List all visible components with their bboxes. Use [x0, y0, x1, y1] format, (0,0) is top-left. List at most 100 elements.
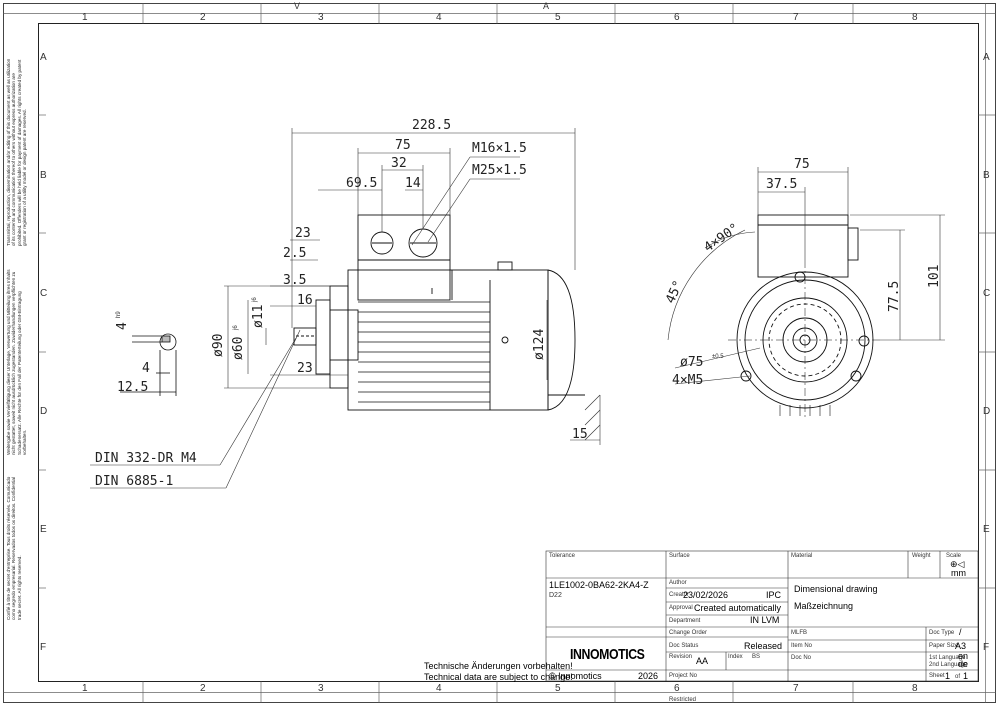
- tb-department-label: Department: [669, 618, 701, 624]
- tb-change-order-label: Change Order: [669, 630, 708, 636]
- projection-symbol-icon: ⊕◁: [950, 559, 965, 569]
- dim-holes: 4×M5: [672, 373, 704, 388]
- tb-item-no-label: Item No: [791, 643, 813, 649]
- shaft-key-detail: [120, 333, 177, 396]
- tb-sheet-label: Sheet: [929, 673, 945, 679]
- tb-doc-status-label: Doc Status: [669, 643, 699, 649]
- side-note-fr: Confié à titre de secret d'entreprise. T…: [6, 476, 22, 620]
- marker-v: V: [294, 1, 301, 11]
- row-label-e: E: [40, 524, 47, 535]
- col-label-3: 3: [318, 12, 324, 23]
- tb-creator-date: 23/02/2026: [683, 590, 729, 600]
- tb-lang1-label: 1st Language: [929, 655, 966, 661]
- tb-doc-type-value: /: [959, 627, 962, 637]
- row-label-b: B: [40, 170, 47, 181]
- outer-frame: [3, 3, 996, 703]
- innomotics-logo: INNOMOTICS: [570, 646, 645, 663]
- tb-tolerance-label: Tolerance: [549, 553, 576, 559]
- col-label-2-bottom: 2: [200, 683, 206, 694]
- col-label-8: 8: [912, 12, 918, 23]
- col-label-5-bottom: 5: [555, 683, 561, 694]
- row-label-c: C: [40, 288, 48, 299]
- col-label-8-bottom: 8: [912, 683, 918, 694]
- tb-lang2-value: de: [958, 659, 969, 669]
- row-label-b-right: B: [983, 170, 990, 181]
- tb-author-label: Author: [669, 580, 687, 586]
- dim-23-bottom: 23: [297, 361, 313, 376]
- tb-project-label: Project No: [669, 673, 698, 679]
- row-label-a-right: A: [983, 52, 990, 63]
- side-note-de: Weitergabe sowie Vervielfältigung dieser…: [6, 269, 27, 455]
- dim-height-101: 101: [927, 264, 942, 288]
- row-label-e-right: E: [983, 524, 990, 535]
- tb-index-label: Index: [728, 654, 743, 660]
- note-din-6885: DIN 6885-1: [95, 474, 174, 489]
- col-label-6-bottom: 6: [674, 683, 680, 694]
- dim-spigot-dia: ø60: [231, 336, 246, 360]
- tb-doc-type-label: Doc Type: [929, 630, 955, 636]
- row-label-d: D: [40, 406, 48, 417]
- dim-overall-length: 228.5: [412, 118, 452, 133]
- col-label-6: 6: [674, 12, 680, 23]
- tb-creator-label: Creator: [669, 592, 690, 598]
- dim-box-position: 69.5: [346, 176, 378, 191]
- tb-lang1-value: en: [958, 651, 969, 661]
- dim-key-depth: 4: [142, 361, 150, 376]
- tb-revision-label: Revision: [669, 654, 693, 660]
- dim-pcd: ø75: [680, 355, 704, 370]
- dim-2-5: 2.5: [283, 246, 307, 261]
- tb-doc-no-label: Doc No: [791, 655, 812, 661]
- dim-shaft-tol: j6: [252, 297, 258, 302]
- dim-key-tol: h9: [116, 311, 122, 318]
- tb-approval-label: Approval: [669, 605, 693, 611]
- col-label-4-bottom: 4: [436, 683, 442, 694]
- col-label-3-bottom: 3: [318, 683, 324, 694]
- tb-paper-size-label: Paper Size: [929, 643, 959, 649]
- dim-15: 15: [572, 427, 588, 442]
- tb-year: 2026: [638, 671, 659, 681]
- tb-restricted: Restricted: [669, 697, 697, 703]
- tb-doc-status-value: Released: [744, 641, 783, 651]
- dim-gland-offset: 14: [405, 176, 421, 191]
- front-view: [728, 214, 882, 418]
- tb-department-value: IN LVM: [750, 615, 780, 625]
- dim-key-width: 4: [115, 322, 130, 330]
- row-label-f: F: [40, 642, 47, 653]
- col-label-4: 4: [436, 12, 442, 23]
- label-gland-m16: M16×1.5: [472, 141, 527, 156]
- col-label-1: 1: [82, 12, 88, 23]
- grid-column-ticks: [142, 3, 854, 703]
- grid-row-ticks: [38, 114, 995, 589]
- disclaimer-de: Technische Änderungen vorbehalten!: [424, 661, 573, 671]
- tb-weight-label: Weight: [912, 553, 931, 559]
- tb-creator-org: IPC: [766, 590, 782, 600]
- marker-a: A: [543, 1, 550, 11]
- dim-shaft-dia: ø11: [251, 304, 266, 328]
- col-label-7-bottom: 7: [793, 683, 799, 694]
- tb-sheet-value: 1: [945, 671, 951, 681]
- tb-lang2-label: 2nd Language: [929, 662, 968, 668]
- dim-flange-dia: ø90: [211, 333, 226, 357]
- dim-terminal-box-width: 75: [395, 138, 411, 153]
- col-label-7: 7: [793, 12, 799, 23]
- row-label-a: A: [40, 52, 47, 63]
- dim-spigot-tol: j6: [233, 325, 239, 330]
- dim-front-half: 37.5: [766, 177, 798, 192]
- dim-pcd-tol: ±0.5: [712, 354, 724, 360]
- tb-surface-label: Surface: [669, 553, 690, 559]
- side-view: [293, 214, 585, 411]
- dim-23-top: 23: [295, 226, 311, 241]
- col-label-5: 5: [555, 12, 561, 23]
- tb-sheet-of: of: [955, 674, 961, 680]
- dim-gland-spacing: 32: [391, 156, 407, 171]
- disclaimer-en: Technical data are subject to change!: [424, 672, 573, 682]
- tb-part-number: 1LE1002-0BA62-2KA4-Z: [549, 580, 649, 590]
- dim-height-77-5: 77.5: [887, 280, 902, 312]
- col-label-2: 2: [200, 12, 206, 23]
- title-block-grid: [545, 550, 979, 682]
- label-gland-m25: M25×1.5: [472, 163, 527, 178]
- tb-title-en: Dimensional drawing: [794, 584, 878, 594]
- col-label-1-bottom: 1: [82, 683, 88, 694]
